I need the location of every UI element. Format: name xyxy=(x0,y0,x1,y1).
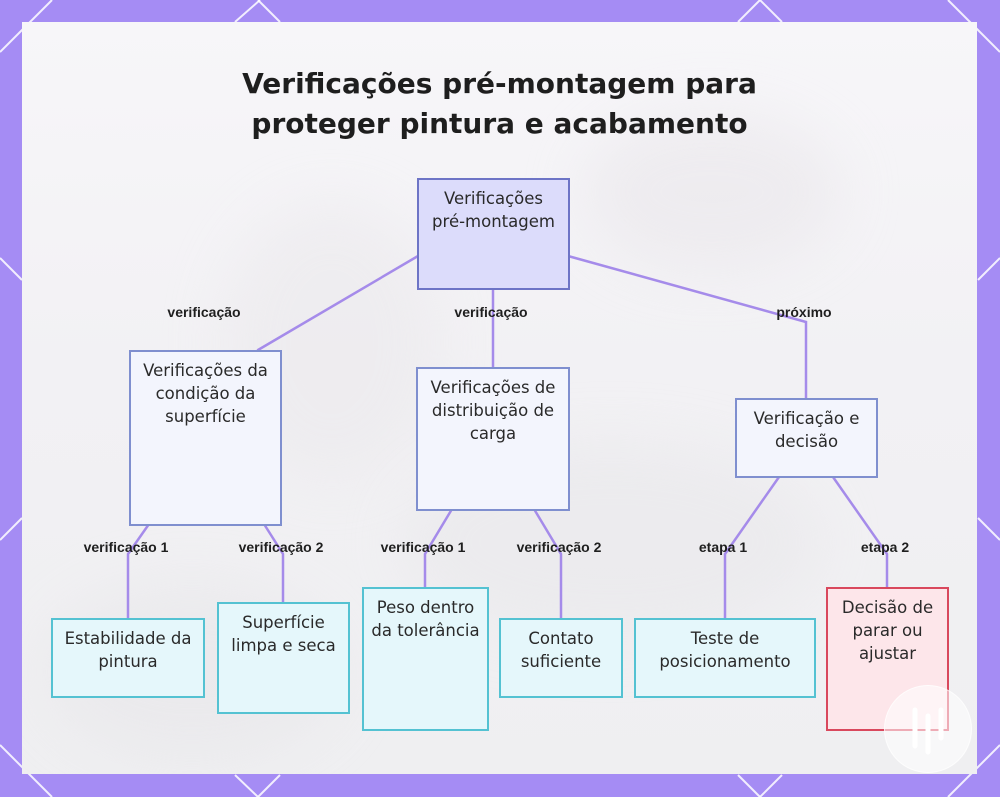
edge-surface-clean xyxy=(262,522,285,604)
node-clean-dry-surface: Superfície limpa e seca xyxy=(217,602,350,714)
edge-label-root-load: verificação xyxy=(454,304,528,320)
node-label: Superfície limpa e seca xyxy=(231,613,336,655)
node-label: Teste de posicionamento xyxy=(659,629,791,671)
edge-label-load-weight: verificação 1 xyxy=(380,539,466,555)
diagram-title: Verificações pré-montagem para proteger … xyxy=(242,67,757,140)
edge-label-decision-positioning: etapa 1 xyxy=(698,539,748,555)
edge-label-decision-stop: etapa 2 xyxy=(860,539,910,555)
node-label: Verificações de distribuição de carga xyxy=(430,378,556,443)
brand-logo-watermark xyxy=(884,685,972,773)
edge-label-surface-paint: verificação 1 xyxy=(83,539,169,555)
edge-root-surface xyxy=(256,254,420,352)
node-check-and-decision: Verificação e decisão xyxy=(735,398,878,478)
node-load-distribution: Verificações de distribuição de carga xyxy=(416,367,570,511)
edge-load-weight xyxy=(423,507,454,589)
node-positioning-test: Teste de posicionamento xyxy=(634,618,816,698)
edge-decision-positioning xyxy=(723,475,781,620)
edge-load-contact xyxy=(532,507,563,620)
edge-label-root-decision: próximo xyxy=(776,304,832,320)
edge-label-root-surface: verificação xyxy=(167,304,241,320)
background-blob xyxy=(582,112,842,272)
edge-root-decision xyxy=(566,254,808,400)
edge-label-load-contact: verificação 2 xyxy=(516,539,602,555)
node-label: Verificações da condição da superfície xyxy=(143,361,268,426)
node-label: Peso dentro da tolerância xyxy=(371,598,480,640)
edge-lines xyxy=(126,254,889,620)
diagram-card: Verificações pré-montagem para proteger … xyxy=(22,22,977,774)
node-label: Decisão de parar ou ajustar xyxy=(841,598,934,663)
node-label: Estabilidade da pintura xyxy=(64,629,192,671)
node-sufficient-contact: Contato suficiente xyxy=(499,618,623,698)
node-label: Contato suficiente xyxy=(520,629,602,671)
edge-decision-stop xyxy=(831,475,889,589)
node-weight-tolerance: Peso dentro da tolerância xyxy=(362,587,489,731)
logo-mark-icon xyxy=(912,707,944,755)
node-paint-stability: Estabilidade da pintura xyxy=(51,618,205,698)
edge-label-surface-clean: verificação 2 xyxy=(238,539,324,555)
node-label: Verificações pré-montagem xyxy=(432,189,555,231)
node-pre-assembly-checks: Verificações pré-montagem xyxy=(417,178,570,290)
node-surface-condition: Verificações da condição da superfície xyxy=(129,350,282,526)
edge-surface-paint xyxy=(126,522,151,620)
node-label: Verificação e decisão xyxy=(753,409,860,451)
